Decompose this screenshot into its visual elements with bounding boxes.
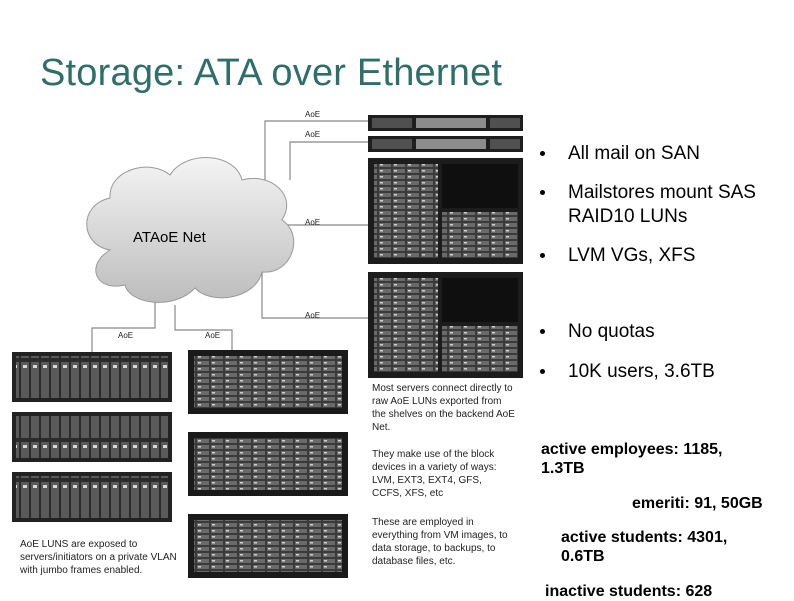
stat-emeriti: emeriti: 91, 50GB xyxy=(632,494,792,513)
bullet-text: All mail on SAN xyxy=(568,142,794,166)
note-usage: These are employed in everything from VM… xyxy=(372,516,517,568)
link-line-5 xyxy=(92,300,155,355)
bullet-item: 10K users, 3.6TB xyxy=(540,360,794,384)
server-1u-top xyxy=(368,115,523,131)
blade-enclosure-2 xyxy=(12,412,172,462)
blade-enclosure-3 xyxy=(12,472,172,522)
disk-shelf-2 xyxy=(188,432,348,496)
cloud-label: ATAoE Net xyxy=(133,229,207,246)
note-direct-connect: Most servers connect directly to raw AoE… xyxy=(372,382,517,434)
link-label-6: AoE xyxy=(205,331,220,340)
note-vlan: AoE LUNS are exposed to servers/initiato… xyxy=(20,538,180,577)
bullet-text: 10K users, 3.6TB xyxy=(568,360,794,384)
stat-active-employees: active employees: 1185, 1.3TB xyxy=(541,440,761,478)
bullet-dot-icon xyxy=(540,329,545,334)
link-label-1: AoE xyxy=(305,110,320,119)
link-label-3: AoE xyxy=(305,218,320,227)
blade-enclosure-1 xyxy=(12,352,172,402)
link-line-6 xyxy=(175,305,232,350)
blade-chassis-1 xyxy=(368,158,523,264)
link-label-2: AoE xyxy=(305,130,320,139)
bullet-dot-icon xyxy=(540,190,545,195)
stat-inactive-students: inactive students: 628 xyxy=(545,582,785,601)
link-line-2 xyxy=(290,142,368,180)
bullet-item: Mailstores mount SAS RAID10 LUNs xyxy=(540,181,794,229)
link-label-4: AoE xyxy=(305,311,320,320)
bullet-text: No quotas xyxy=(568,320,794,344)
bullet-text: LVM VGs, XFS xyxy=(568,244,794,268)
stat-active-students: active students: 4301, 0.6TB xyxy=(561,528,771,566)
bullet-item: LVM VGs, XFS xyxy=(540,244,794,268)
bullet-text: Mailstores mount SAS RAID10 LUNs xyxy=(568,181,794,229)
bullet-dot-icon xyxy=(540,151,545,156)
blade-chassis-2 xyxy=(368,272,523,378)
bullet-item: No quotas xyxy=(540,320,794,344)
bullet-dot-icon xyxy=(540,369,545,374)
disk-shelf-3 xyxy=(188,514,348,578)
note-block-devices: They make use of the block devices in a … xyxy=(372,448,512,500)
link-label-5: AoE xyxy=(118,331,133,340)
server-1u-second xyxy=(368,136,523,152)
bullet-item: All mail on SAN xyxy=(540,142,794,166)
disk-shelf-1 xyxy=(188,350,348,414)
bullet-dot-icon xyxy=(540,253,545,258)
